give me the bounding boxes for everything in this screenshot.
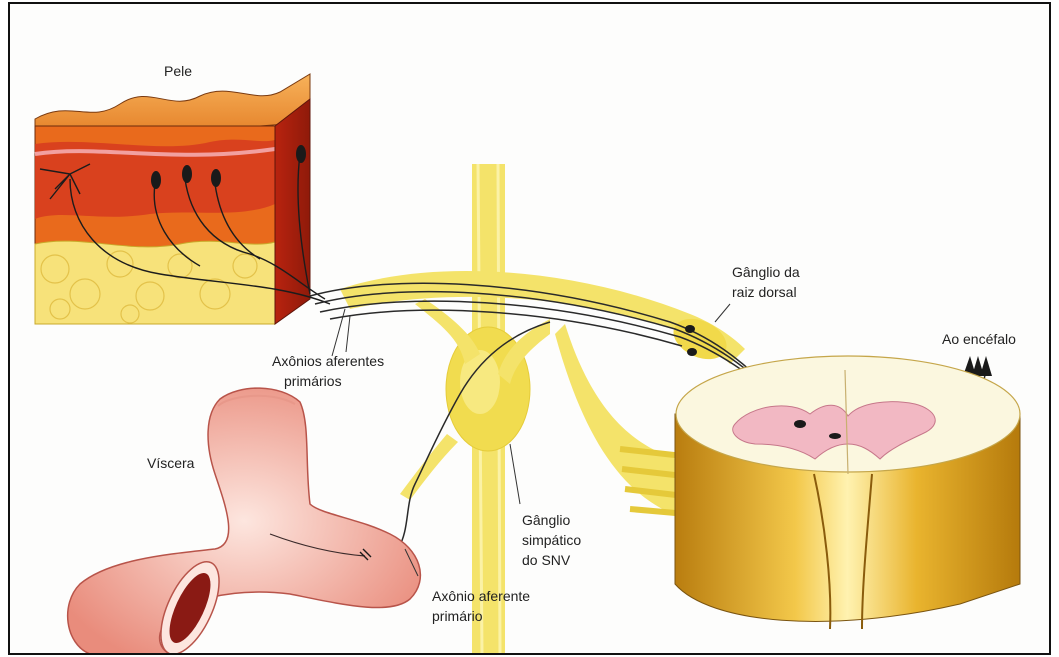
- label-to-brain: Ao encéfalo: [942, 331, 1016, 347]
- label-sympathetic-ganglion-1: Gânglio: [522, 512, 570, 528]
- skin-block: [35, 74, 330, 324]
- spinal-cord: [675, 356, 1020, 629]
- label-sympathetic-ganglion-2: simpático: [522, 532, 581, 548]
- viscera: [68, 388, 421, 655]
- label-sympathetic-ganglion-3: do SNV: [522, 552, 571, 568]
- label-primary-afferent-axon-2: primário: [432, 608, 483, 624]
- label-primary-afferent-axons-1: Axônios aferentes: [272, 353, 384, 369]
- diagram-frame: Pele: [8, 2, 1051, 655]
- label-dorsal-root-ganglion-1: Gânglio da: [732, 264, 800, 280]
- sympathetic-chain: [400, 164, 550, 654]
- label-dorsal-root-ganglion-2: raiz dorsal: [732, 284, 797, 300]
- label-primary-afferent-axon-1: Axônio aferente: [432, 588, 530, 604]
- nervous-system-diagram: Pele: [10, 4, 1051, 655]
- label-primary-afferent-axons-2: primários: [284, 373, 342, 389]
- label-viscera: Víscera: [147, 455, 195, 471]
- label-skin: Pele: [164, 63, 192, 79]
